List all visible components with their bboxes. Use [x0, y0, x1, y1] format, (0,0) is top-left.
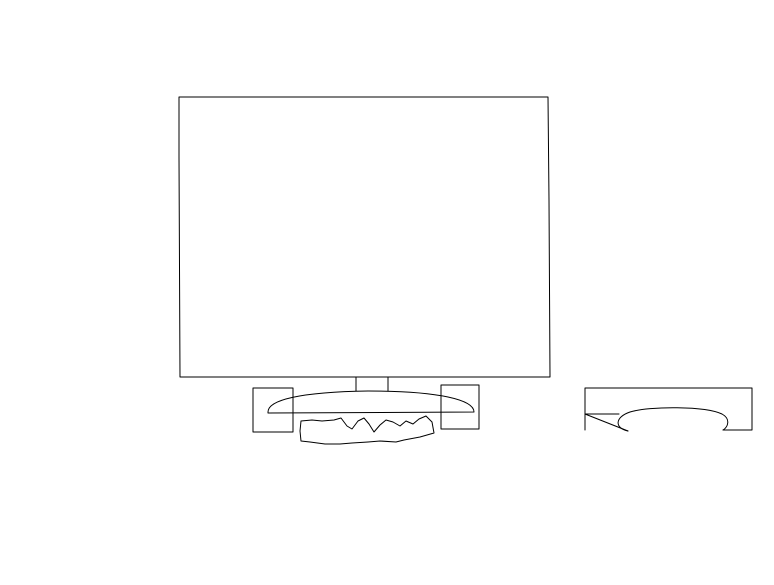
left-speaker — [252, 387, 294, 433]
keyboard — [267, 390, 475, 414]
monitor-neck — [355, 376, 389, 392]
mouse — [299, 415, 435, 445]
telephone — [584, 387, 753, 432]
right-speaker — [440, 384, 480, 430]
monitor-screen — [178, 96, 551, 378]
